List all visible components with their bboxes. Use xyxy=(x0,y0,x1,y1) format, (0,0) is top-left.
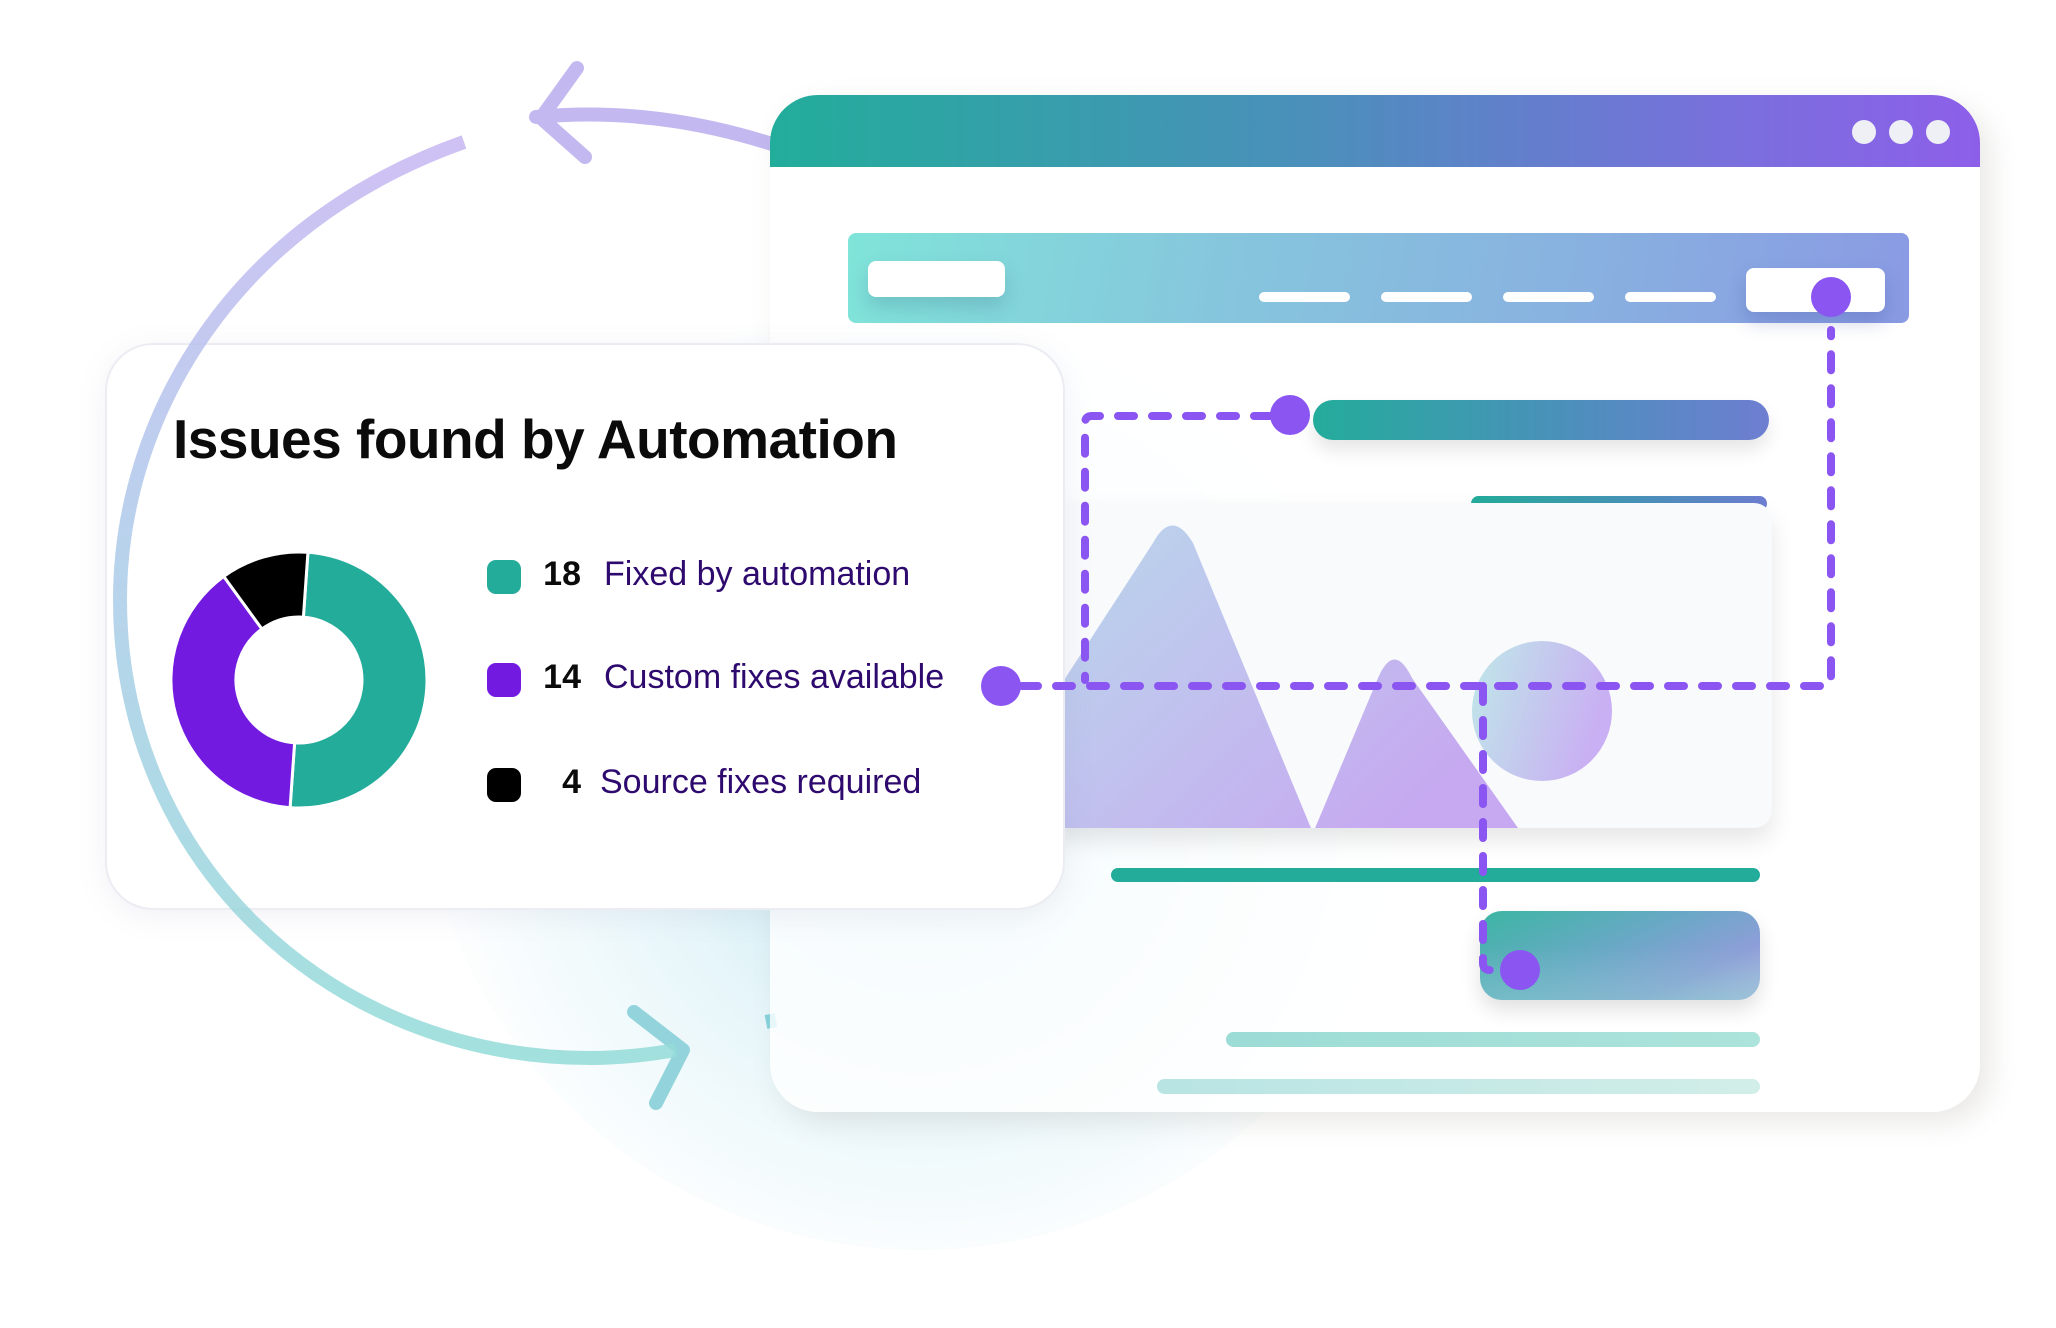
content-divider-bar xyxy=(1111,868,1760,882)
browser-window xyxy=(770,95,1980,1112)
upper-arrow-arc xyxy=(529,107,797,157)
connector-heading xyxy=(1081,412,1274,684)
site-navbar xyxy=(848,233,1909,323)
window-title-bar xyxy=(770,95,1980,167)
legend-swatch-black xyxy=(487,768,521,802)
connector-nodes xyxy=(981,277,1851,990)
node-heading-icon xyxy=(1270,395,1310,435)
connector-main xyxy=(1018,326,1835,690)
text-line-placeholder xyxy=(1226,1032,1760,1047)
node-nav-button-icon xyxy=(1811,277,1851,317)
legend-count: 14 xyxy=(543,658,581,696)
card-title: Issues found by Automation xyxy=(173,408,898,470)
cycle-arc xyxy=(112,135,678,1066)
connector-cta xyxy=(1479,682,1504,974)
donut-segment-source xyxy=(221,550,310,632)
node-legend-icon xyxy=(981,666,1021,706)
nav-link-placeholder[interactable] xyxy=(1259,292,1350,302)
sun-icon xyxy=(1472,641,1612,781)
donut-segment-custom xyxy=(169,574,297,810)
node-cta-icon xyxy=(1500,950,1540,990)
legend-label: Custom fixes available xyxy=(604,658,945,696)
legend-count: 18 xyxy=(543,555,581,593)
connector-lines xyxy=(1018,326,1835,974)
window-dot-icon[interactable] xyxy=(1852,120,1876,144)
window-dot-icon[interactable] xyxy=(1889,120,1913,144)
legend-count: 4 xyxy=(562,763,581,801)
issues-donut-chart xyxy=(169,550,429,810)
issues-summary-card: Issues found by Automation 18 Fixed by a… xyxy=(105,343,1065,910)
window-dot-icon[interactable] xyxy=(1926,120,1950,144)
legend-label: Source fixes required xyxy=(600,763,922,801)
text-line-placeholder xyxy=(1157,1079,1760,1094)
landscape-image-icon xyxy=(1048,525,1612,828)
nav-link-placeholder[interactable] xyxy=(1381,292,1472,302)
heading-placeholder xyxy=(1313,400,1769,440)
logo-placeholder[interactable] xyxy=(868,261,1005,297)
lower-arrowhead-icon xyxy=(627,1005,690,1110)
legend-swatch-teal xyxy=(487,560,521,594)
nav-link-placeholder[interactable] xyxy=(1503,292,1594,302)
upper-arrowhead-icon xyxy=(534,61,592,164)
image-placeholder xyxy=(1048,503,1772,828)
donut-segment-fixed xyxy=(288,550,429,810)
legend-label: Fixed by automation xyxy=(604,555,911,593)
legend-swatch-purple xyxy=(487,663,521,697)
nav-link-placeholder[interactable] xyxy=(1625,292,1716,302)
